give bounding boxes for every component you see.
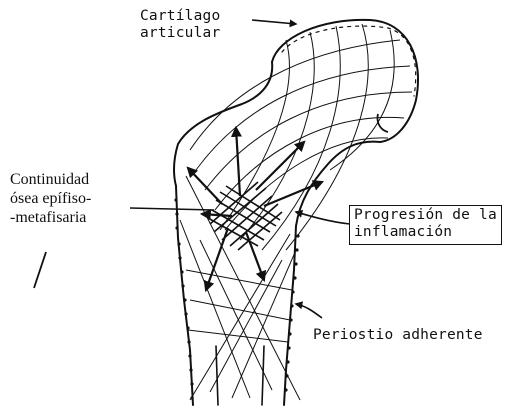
label-continuity-line1: Continuidad (10, 171, 91, 190)
periosteum-dots (174, 198, 299, 399)
label-periosteum: Periostio adherente (313, 327, 483, 344)
label-continuity: Continuidad ósea epífiso- -metafisaria (10, 171, 91, 228)
label-progression: Progresión de la inflamación (349, 205, 502, 245)
label-continuity-line3: -metafisaria (10, 209, 91, 228)
label-cartilage-line1: Cartílago (140, 8, 220, 25)
label-cartilage-line2: articular (140, 25, 220, 42)
shaft-left-cortex (176, 186, 193, 405)
leader-lines (130, 20, 350, 318)
articular-cartilage (282, 26, 416, 96)
label-progression-line1: Progresión de la (354, 207, 497, 224)
progression-arrows (188, 128, 322, 290)
shaft-right-cortex (284, 226, 296, 405)
label-progression-line2: inflamación (354, 224, 497, 241)
label-continuity-line2: ósea epífiso- (10, 190, 91, 209)
label-cartilage: Cartílago articular (140, 8, 220, 43)
femoral-head-outline (272, 20, 418, 142)
shaft-inner-right (262, 346, 264, 405)
